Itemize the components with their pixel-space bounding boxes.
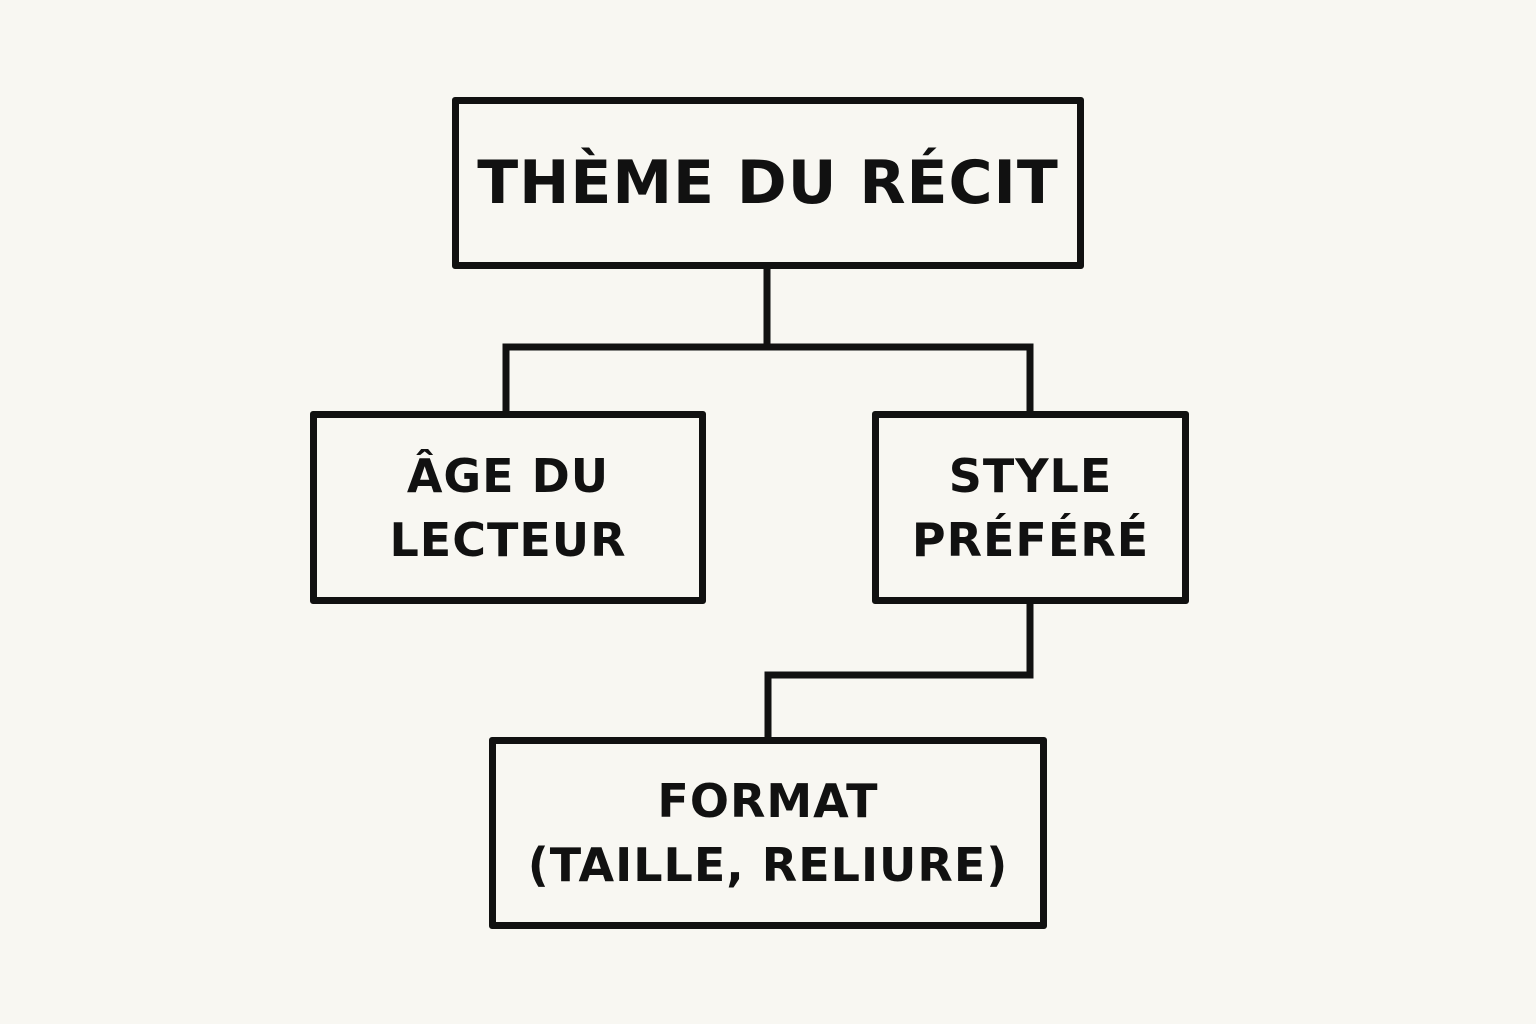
- connector-style-to-format: [764, 604, 1034, 737]
- node-label-line: FORMAT: [657, 774, 879, 828]
- node-age-du-lecteur: ÂGE DU LECTEUR: [310, 411, 706, 604]
- node-label-line: THÈME DU RÉCIT: [477, 148, 1059, 218]
- node-format: FORMAT (TAILLE, RELIURE): [489, 737, 1047, 929]
- connector-theme-to-age: [502, 269, 771, 411]
- node-label-line: LECTEUR: [389, 512, 627, 567]
- node-label-line: STYLE: [948, 448, 1113, 503]
- connector-theme-to-style: [767, 343, 1034, 411]
- node-theme-du-recit: THÈME DU RÉCIT: [452, 97, 1084, 269]
- node-label-line: ÂGE DU: [406, 448, 610, 503]
- node-style-prefere: STYLE PRÉFÉRÉ: [872, 411, 1189, 604]
- node-label-line: (TAILLE, RELIURE): [527, 838, 1009, 892]
- node-label-line: PRÉFÉRÉ: [911, 512, 1150, 567]
